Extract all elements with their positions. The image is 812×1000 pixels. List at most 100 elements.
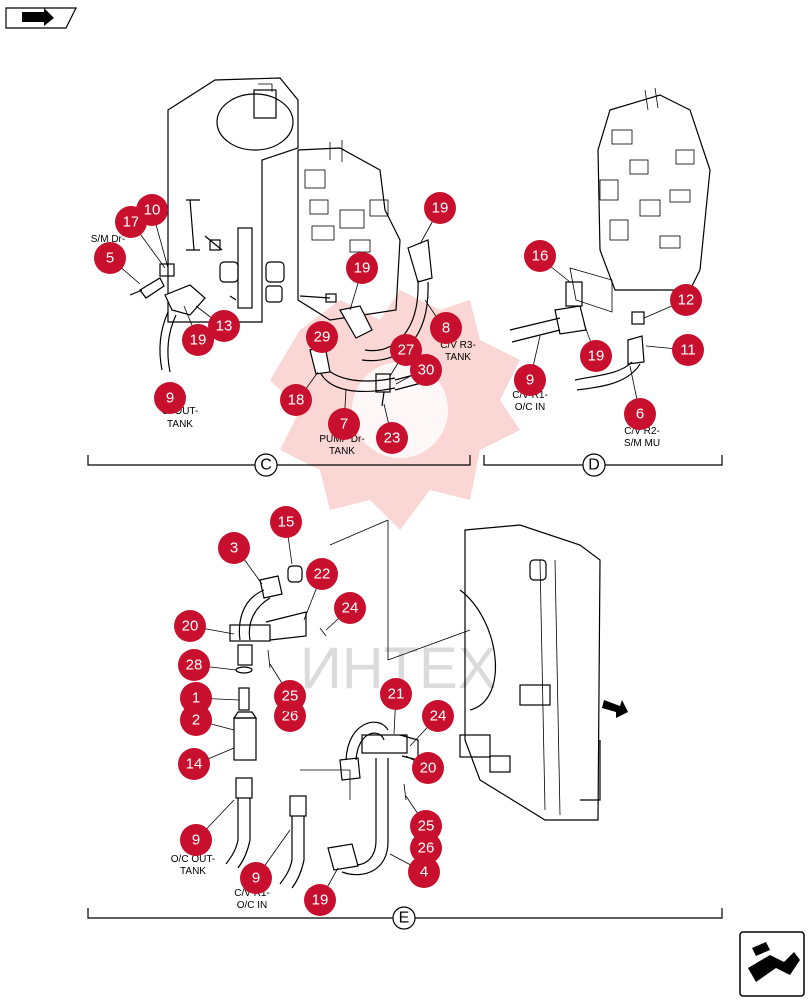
svg-text:17: 17 — [123, 214, 140, 231]
note-cv-r2-2: S/M MU — [624, 438, 660, 449]
svg-text:23: 23 — [384, 430, 401, 447]
callout-10[interactable]: 10 — [136, 194, 168, 226]
svg-text:D: D — [588, 457, 600, 474]
svg-text:29: 29 — [314, 329, 331, 346]
svg-text:9: 9 — [526, 372, 534, 389]
note-sm-dr: S/M Dr- — [91, 234, 125, 245]
callout-27[interactable]: 27 — [390, 334, 422, 366]
note-cvr-oc-1: C/V R1- — [234, 888, 270, 899]
callout-30[interactable]: 30 — [410, 354, 442, 386]
callout-20-top[interactable]: 20 — [174, 610, 206, 642]
callout-15[interactable]: 15 — [270, 506, 302, 538]
svg-text:2: 2 — [192, 712, 200, 729]
next-page-icon[interactable] — [739, 931, 805, 997]
callout-24-bottom[interactable]: 24 — [422, 700, 454, 732]
callout-6[interactable]: 6 — [624, 398, 656, 430]
svg-text:11: 11 — [680, 342, 696, 359]
callout-7[interactable]: 7 — [328, 408, 360, 440]
svg-text:12: 12 — [678, 292, 695, 309]
note-oc-out-2: TANK — [180, 866, 206, 877]
callout-24-top[interactable]: 24 — [334, 592, 366, 624]
callout-9-e-left[interactable]: 9 — [180, 824, 212, 856]
svg-text:26: 26 — [282, 708, 299, 725]
svg-text:9: 9 — [252, 870, 260, 887]
svg-text:14: 14 — [186, 756, 203, 773]
note-cv-r2-1: C/V R2- — [624, 426, 660, 437]
svg-text:20: 20 — [182, 618, 199, 635]
callout-26-bottom[interactable]: 26 — [410, 832, 442, 864]
callout-20-bottom[interactable]: 20 — [412, 752, 444, 784]
svg-text:9: 9 — [192, 832, 200, 849]
callout-11[interactable]: 11 — [672, 334, 704, 366]
svg-text:19: 19 — [190, 332, 207, 349]
svg-text:16: 16 — [532, 248, 549, 265]
svg-text:22: 22 — [314, 566, 331, 583]
svg-text:5: 5 — [106, 250, 114, 267]
svg-text:8: 8 — [442, 320, 450, 337]
svg-text:7: 7 — [340, 416, 348, 433]
view-tag-e: E — [392, 906, 416, 930]
svg-text:19: 19 — [588, 348, 605, 365]
svg-text:19: 19 — [354, 260, 371, 277]
svg-text:18: 18 — [288, 392, 305, 409]
svg-text:25: 25 — [418, 818, 435, 835]
svg-text:24: 24 — [342, 600, 359, 617]
callout-1[interactable]: 1 — [180, 682, 212, 714]
svg-text:24: 24 — [430, 708, 447, 725]
svg-text:C: C — [260, 457, 272, 474]
callout-12[interactable]: 12 — [670, 284, 702, 316]
note-pump-dr-2: TANK — [329, 446, 355, 457]
svg-text:19: 19 — [432, 200, 449, 217]
callout-13[interactable]: 13 — [208, 310, 240, 342]
callout-22[interactable]: 22 — [306, 558, 338, 590]
note-cv-r3-1: C/V R3- — [440, 340, 476, 351]
svg-text:27: 27 — [398, 342, 415, 359]
callout-9-e-mid[interactable]: 9 — [240, 862, 272, 894]
callout-19-e[interactable]: 19 — [304, 884, 336, 916]
callout-25-bottom[interactable]: 25 — [410, 810, 442, 842]
svg-text:30: 30 — [418, 362, 435, 379]
svg-text:25: 25 — [282, 688, 299, 705]
callout-18[interactable]: 18 — [280, 384, 312, 416]
callout-19-c-top[interactable]: 19 — [424, 192, 456, 224]
callout-3[interactable]: 3 — [218, 532, 250, 564]
view-e-drawing — [225, 519, 628, 889]
svg-text:13: 13 — [216, 318, 233, 335]
callout-16[interactable]: 16 — [524, 240, 556, 272]
svg-text:6: 6 — [636, 406, 644, 423]
view-c-bracket — [87, 455, 471, 466]
note-cv-r1-2: O/C IN — [515, 402, 546, 413]
note-cvr-oc-2: O/C IN — [237, 900, 268, 911]
view-tag-d: D — [582, 453, 606, 477]
callout-29[interactable]: 29 — [306, 321, 338, 353]
callout-19-d[interactable]: 19 — [580, 340, 612, 372]
svg-text:15: 15 — [278, 514, 295, 531]
note-c-out-1: C/ OUT- — [162, 406, 199, 417]
view-d-drawing — [509, 87, 711, 391]
callout-2[interactable]: 2 — [180, 704, 212, 736]
view-c-drawing — [129, 77, 433, 407]
svg-text:9: 9 — [166, 390, 174, 407]
note-c-out-2: TANK — [167, 419, 193, 430]
callout-14[interactable]: 14 — [178, 748, 210, 780]
callout-19-c-left[interactable]: 19 — [182, 324, 214, 356]
svg-text:1: 1 — [192, 690, 200, 707]
arrow-icon[interactable] — [5, 7, 77, 29]
note-oc-out-1: O/C OUT- — [171, 854, 215, 865]
callout-9-c[interactable]: 9 — [154, 382, 186, 414]
svg-text:10: 10 — [144, 202, 161, 219]
callout-21[interactable]: 21 — [380, 678, 412, 710]
callout-9-d[interactable]: 9 — [514, 364, 546, 396]
callout-23[interactable]: 23 — [376, 422, 408, 454]
svg-text:28: 28 — [186, 657, 203, 674]
callout-28[interactable]: 28 — [178, 649, 210, 681]
callout-19-c-mid[interactable]: 19 — [346, 252, 378, 284]
callout-8[interactable]: 8 — [430, 312, 462, 344]
callout-4[interactable]: 4 — [408, 856, 440, 888]
callout-25-top[interactable]: 25 — [274, 680, 306, 712]
note-cv-r3-2: TANK — [445, 352, 471, 363]
callout-5[interactable]: 5 — [94, 242, 126, 274]
svg-text:26: 26 — [418, 840, 435, 857]
svg-text:19: 19 — [312, 892, 329, 909]
